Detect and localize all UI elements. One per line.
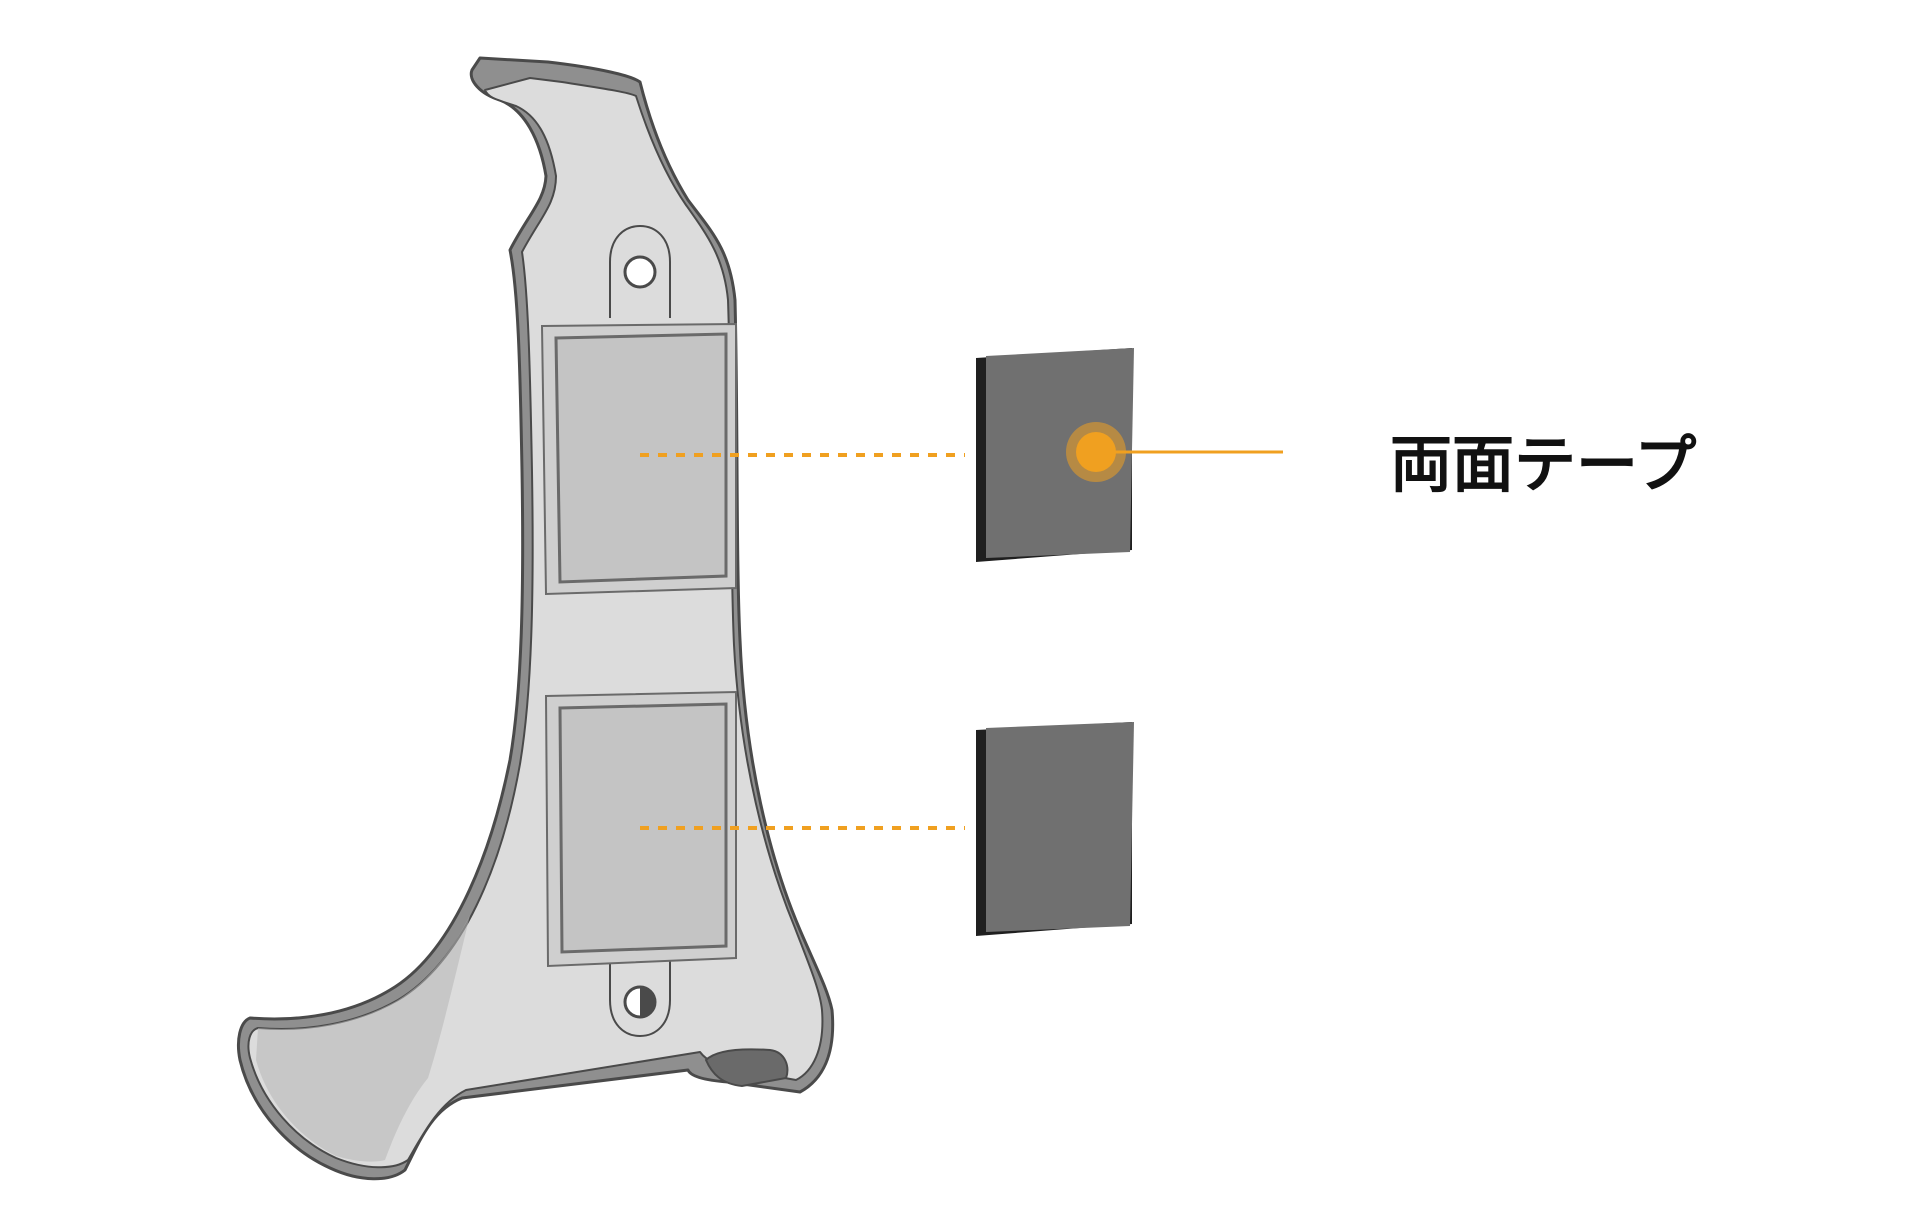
upper-tape-pad xyxy=(976,348,1134,562)
upper-tape-face xyxy=(986,348,1134,558)
bottom-screw-hole-shade xyxy=(640,987,655,1017)
lower-tape-pad xyxy=(976,722,1134,936)
upper-pad-area xyxy=(554,332,728,584)
callout-label: 両面テープ xyxy=(1390,428,1696,501)
device-holder xyxy=(236,56,835,1181)
holder-slot xyxy=(704,1048,789,1088)
top-screw-hole xyxy=(623,255,657,289)
callout-double-sided-tape: 両面テープ xyxy=(1066,422,1696,501)
holder-shadow-left xyxy=(256,915,470,1162)
callout-marker-dot xyxy=(1076,432,1116,472)
lower-tape-face xyxy=(986,722,1134,932)
